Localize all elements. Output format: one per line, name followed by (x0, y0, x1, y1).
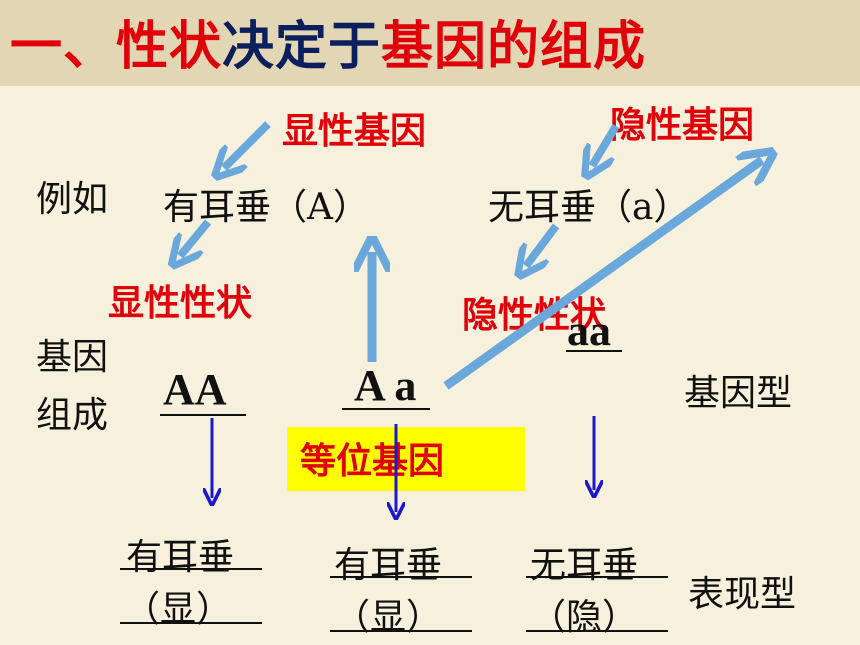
phenotype-label: 表现型 (688, 574, 797, 615)
dominant-trait-label: 显性性状 (108, 282, 253, 324)
title-part-2: 决定于 (222, 17, 382, 77)
allele-label: 等位基因 (300, 440, 445, 482)
recessive-trait-label: 隐性性状 (462, 294, 607, 336)
arrow-recessive-trait (526, 223, 560, 266)
allele-highlight (287, 427, 525, 491)
arrow-dominant-gene (224, 121, 271, 168)
slide-title: 一、性状决定于基因的组成 (10, 4, 646, 79)
title-part-3: 基因的组成 (381, 17, 647, 77)
genotype-aa-underline (566, 350, 622, 352)
genotype-Aa-underline (342, 408, 430, 410)
trait-with-lobe: 有耳垂（A） (163, 187, 369, 228)
phenotype-3-name: 无耳垂 (530, 545, 639, 586)
header-band (0, 0, 860, 86)
gene-composition-label-2: 组成 (36, 395, 109, 436)
phenotype-1-underline-a (120, 568, 262, 570)
phenotype-3-underline-b (526, 630, 668, 632)
phenotype-2-underline-a (330, 576, 472, 578)
recessive-gene-label: 隐性基因 (610, 104, 755, 146)
genotype-label: 基因型 (684, 373, 793, 414)
arrow-dominant-trait (180, 219, 212, 256)
genotype-aa: aa (567, 306, 611, 355)
genotype-AA: AA (163, 365, 227, 414)
genotype-Aa: A a (354, 361, 417, 410)
arrow-Aa-diagonal (443, 160, 762, 390)
dominant-gene-label: 显性基因 (282, 110, 427, 152)
phenotype-1-name: 有耳垂 (126, 537, 235, 578)
arrow-recessive-gene (592, 123, 620, 166)
phenotype-2-name: 有耳垂 (334, 545, 443, 586)
title-part-1: 一、性状 (10, 17, 223, 77)
phenotype-1-underline-b (120, 622, 262, 624)
phenotype-2-underline-b (330, 630, 472, 632)
phenotype-3-underline-a (526, 576, 668, 578)
trait-without-lobe: 无耳垂（a） (488, 187, 690, 228)
genotype-AA-underline (160, 414, 246, 416)
gene-composition-label-1: 基因 (36, 337, 109, 378)
example-label: 例如 (36, 179, 109, 220)
